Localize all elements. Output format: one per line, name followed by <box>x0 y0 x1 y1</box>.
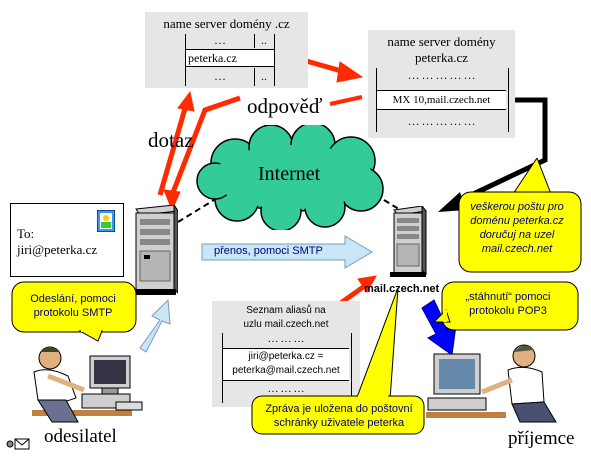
aliases-dots-bottom: ……… <box>267 383 307 395</box>
ns-cz-dots-top-right: .. <box>261 33 267 47</box>
answer-arrow-head <box>163 189 181 212</box>
ns-cz-entry: peterka.cz <box>186 49 275 67</box>
deliver-callout-text: veškerou poštu pro doménu peterka.cz dor… <box>470 201 564 255</box>
alias-entry-line-1: jiri@peterka.cz = <box>248 351 324 362</box>
send-arrow <box>139 298 171 353</box>
send-callout-text: Odeslání, pomoci protokolu SMTP <box>30 293 116 319</box>
ns-peterka-dots-top: …………… <box>407 68 478 82</box>
ns-cz-dots-top: … <box>214 33 226 47</box>
internet-cloud <box>196 125 384 230</box>
deliver-callout-shape <box>458 158 582 273</box>
aliases-table: ……… jiri@peterka.cz = peterka@mail.czech… <box>222 333 352 403</box>
ns-peterka-dots-bottom: …………… <box>407 114 478 128</box>
query-arrow-head <box>177 90 195 112</box>
ns-cz-dots-bottom: … <box>214 69 226 83</box>
ns-peterka-title-2: peterka.cz <box>414 50 469 65</box>
ns-peterka-table: …………… MX 10,mail.czech.net …………… <box>376 68 509 132</box>
ns-cz-title: name server domény .cz <box>163 16 290 31</box>
mail-host-label: mail.czech.net <box>364 283 440 295</box>
ns-cz-box: name server domény .cz … .. peterka.cz …… <box>145 12 308 88</box>
send-callout-shape <box>11 281 137 342</box>
aliases-box: Seznam aliasů na uzlu mail.czech.net ………… <box>212 301 360 407</box>
ns-peterka-box: name server domény peterka.cz …………… MX 1… <box>368 30 515 138</box>
envelope-icon: To: jiri@peterka.cz <box>10 203 124 277</box>
referral-arrow-head <box>336 61 364 83</box>
ns-cz-dots-bottom-right: .. <box>261 69 267 83</box>
answer-arrow-top <box>329 95 363 106</box>
ns-peterka-title-1: name server domény <box>387 34 496 49</box>
smtp-transfer-arrow <box>201 235 373 269</box>
pop3-callout-shape <box>432 281 579 331</box>
stamp-icon <box>97 210 115 232</box>
answer-arrow-shaft <box>169 95 241 196</box>
mail-server-icon <box>390 206 427 277</box>
pop3-callout-text: „stáhnutí“ pomoci protokolu POP3 <box>465 291 551 317</box>
aliases-dots-top: ……… <box>267 333 307 345</box>
stored-callout-shape <box>251 288 425 435</box>
pop3-arrow <box>421 299 457 356</box>
sender-computer-user-icon <box>32 346 143 423</box>
mx-record: MX 10,mail.czech.net <box>377 90 506 110</box>
dashed-link-left <box>177 199 215 223</box>
mx-route-line <box>448 97 548 208</box>
sender-label: odesilatel <box>44 426 117 447</box>
recipient-label: příjemce <box>508 428 575 449</box>
alias-entry: jiri@peterka.cz = peterka@mail.czech.net <box>223 348 349 381</box>
aliases-title-2: uzlu mail.czech.net <box>243 319 329 330</box>
lookup-arrow-head <box>357 275 377 293</box>
stored-callout-text: Zpráva je uložena do poštovní schránky u… <box>265 403 413 429</box>
internet-label: Internet <box>258 163 321 185</box>
sender-server-icon <box>130 205 178 295</box>
mail-indicator-icon <box>6 438 30 450</box>
smtp-transfer-label: přenos, pomoci SMTP <box>214 245 323 257</box>
envelope-to-label: To: <box>17 226 35 241</box>
answer-label: odpověď <box>247 94 323 118</box>
ns-cz-table: … .. peterka.cz … .. <box>185 33 275 86</box>
alias-entry-line-2: peterka@mail.czech.net <box>232 365 340 376</box>
query-label: dotaz <box>148 128 194 152</box>
aliases-title-1: Seznam aliasů na <box>246 305 326 316</box>
query-arrow-shaft <box>157 104 189 196</box>
recipient-computer-user-icon <box>426 344 557 423</box>
envelope-address: jiri@peterka.cz <box>17 242 98 257</box>
